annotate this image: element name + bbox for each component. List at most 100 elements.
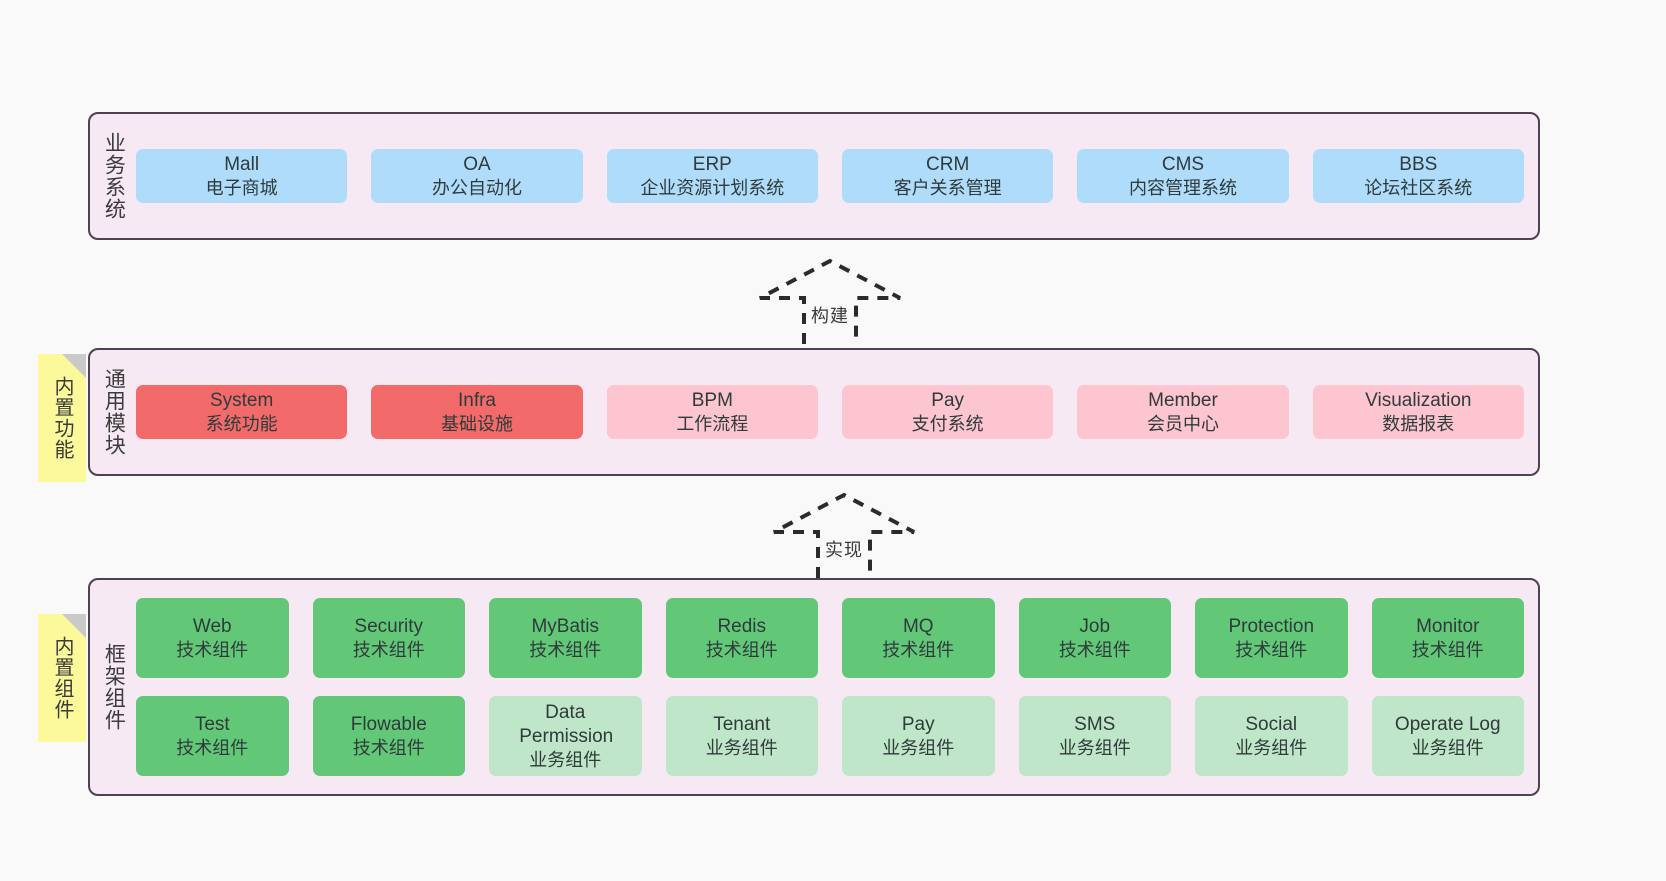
card-name: Flowable <box>350 713 427 735</box>
arrow-implement: 实现 <box>770 492 918 578</box>
card-crm[interactable]: CRM 客户关系管理 <box>841 148 1054 204</box>
note-fold-corner-icon <box>62 614 86 638</box>
card-name: Web <box>192 615 232 637</box>
card-name: Visualization <box>1365 389 1472 411</box>
card-name: Protection <box>1228 615 1315 637</box>
layer-business-systems: 业务系统 Mall 电子商城 OA 办公自动化 ERP 企业资源计划系统 CRM… <box>88 112 1540 240</box>
note-builtin-components: 内置组件 <box>38 614 86 742</box>
card-desc: 技术组件 <box>1411 639 1484 660</box>
card-desc: 技术组件 <box>529 639 602 660</box>
card-protection[interactable]: Protection 技术组件 <box>1195 598 1348 678</box>
card-name: Operate Log <box>1394 713 1501 735</box>
card-social[interactable]: Social 业务组件 <box>1195 696 1348 776</box>
card-desc: 电子商城 <box>205 177 278 198</box>
card-desc: 企业资源计划系统 <box>640 177 785 198</box>
layer-title-common-modules: 通用模块 <box>102 368 126 456</box>
card-desc: 内容管理系统 <box>1128 177 1237 198</box>
card-row: Web 技术组件 Security 技术组件 MyBatis 技术组件 Redi… <box>136 598 1524 678</box>
card-monitor[interactable]: Monitor 技术组件 <box>1371 598 1524 678</box>
card-mq[interactable]: MQ 技术组件 <box>842 598 995 678</box>
card-desc: 业务组件 <box>1411 737 1484 758</box>
arrow-implement-label: 实现 <box>825 540 863 560</box>
card-row: Test 技术组件 Flowable 技术组件 Data Permission … <box>136 696 1524 776</box>
arrow-build: 构建 <box>756 258 904 344</box>
card-desc: 论坛社区系统 <box>1364 177 1473 198</box>
layer-body-common-modules: System 系统功能 Infra 基础设施 BPM 工作流程 Pay 支付系统… <box>136 350 1538 474</box>
card-desc: 工作流程 <box>676 413 749 434</box>
card-desc: 数据报表 <box>1382 413 1455 434</box>
card-desc: 技术组件 <box>705 639 778 660</box>
card-name: Mall <box>224 153 260 175</box>
card-pay[interactable]: Pay 支付系统 <box>841 384 1054 440</box>
card-test[interactable]: Test 技术组件 <box>136 696 289 776</box>
card-erp[interactable]: ERP 企业资源计划系统 <box>606 148 818 204</box>
card-desc: 技术组件 <box>176 639 249 660</box>
card-name: Data Permission <box>519 702 614 747</box>
card-name: Security <box>354 615 424 637</box>
layer-framework-components: 框架组件 Web 技术组件 Security 技术组件 MyBatis 技术组件… <box>88 578 1540 796</box>
card-mybatis[interactable]: MyBatis 技术组件 <box>489 598 642 678</box>
card-sms[interactable]: SMS 业务组件 <box>1018 696 1171 776</box>
card-operate-log[interactable]: Operate Log 业务组件 <box>1371 696 1524 776</box>
card-flowable[interactable]: Flowable 技术组件 <box>312 696 465 776</box>
arrow-build-label: 构建 <box>811 306 849 326</box>
card-name: Redis <box>717 615 767 637</box>
card-desc: 业务组件 <box>882 737 955 758</box>
card-member[interactable]: Member 会员中心 <box>1077 384 1289 440</box>
card-desc: 系统功能 <box>205 413 278 434</box>
note-fold-corner-icon <box>62 354 86 378</box>
note-label: 内置组件 <box>51 636 73 720</box>
card-name: SMS <box>1074 713 1116 735</box>
card-oa[interactable]: OA 办公自动化 <box>371 148 583 204</box>
card-tenant[interactable]: Tenant 业务组件 <box>665 696 818 776</box>
note-builtin-features: 内置功能 <box>38 354 86 482</box>
card-name: Social <box>1245 713 1298 735</box>
card-name: Pay <box>931 389 965 411</box>
card-row: System 系统功能 Infra 基础设施 BPM 工作流程 Pay 支付系统… <box>136 384 1524 440</box>
card-name: Test <box>194 713 230 735</box>
card-row: Mall 电子商城 OA 办公自动化 ERP 企业资源计划系统 CRM 客户关系… <box>136 148 1524 204</box>
card-name: MQ <box>902 615 934 637</box>
layer-body-business-systems: Mall 电子商城 OA 办公自动化 ERP 企业资源计划系统 CRM 客户关系… <box>136 114 1538 238</box>
card-name: Member <box>1148 389 1218 411</box>
card-name: System <box>209 389 274 411</box>
card-system[interactable]: System 系统功能 <box>136 384 348 440</box>
card-desc: 业务组件 <box>529 749 602 770</box>
card-desc: 基础设施 <box>440 413 513 434</box>
card-name: Tenant <box>713 713 771 735</box>
layer-body-framework-components: Web 技术组件 Security 技术组件 MyBatis 技术组件 Redi… <box>136 580 1538 794</box>
card-bpm[interactable]: BPM 工作流程 <box>606 384 818 440</box>
card-security[interactable]: Security 技术组件 <box>312 598 465 678</box>
card-data-permission[interactable]: Data Permission 业务组件 <box>489 696 642 776</box>
card-bbs[interactable]: BBS 论坛社区系统 <box>1312 148 1524 204</box>
card-cms[interactable]: CMS 内容管理系统 <box>1077 148 1289 204</box>
note-label: 内置功能 <box>51 376 73 460</box>
layer-title-business-systems: 业务系统 <box>102 132 126 220</box>
card-desc: 技术组件 <box>352 639 425 660</box>
card-name: CRM <box>926 153 970 175</box>
card-desc: 业务组件 <box>1235 737 1308 758</box>
card-name: BBS <box>1399 153 1438 175</box>
layer-title-framework-components: 框架组件 <box>102 643 126 731</box>
card-redis[interactable]: Redis 技术组件 <box>665 598 818 678</box>
card-job[interactable]: Job 技术组件 <box>1018 598 1171 678</box>
card-name: Infra <box>457 389 496 411</box>
card-desc: 业务组件 <box>1058 737 1131 758</box>
layer-common-modules: 通用模块 System 系统功能 Infra 基础设施 BPM 工作流程 Pay… <box>88 348 1540 476</box>
card-pay-component[interactable]: Pay 业务组件 <box>842 696 995 776</box>
card-infra[interactable]: Infra 基础设施 <box>371 384 583 440</box>
card-web[interactable]: Web 技术组件 <box>136 598 289 678</box>
card-desc: 技术组件 <box>882 639 955 660</box>
card-name: Job <box>1079 615 1111 637</box>
card-mall[interactable]: Mall 电子商城 <box>136 148 348 204</box>
card-name: OA <box>463 153 491 175</box>
card-name: ERP <box>692 153 732 175</box>
card-name: Pay <box>901 713 935 735</box>
card-name: BPM <box>691 389 733 411</box>
card-desc: 技术组件 <box>352 737 425 758</box>
card-desc: 业务组件 <box>705 737 778 758</box>
card-name: Monitor <box>1416 615 1480 637</box>
card-name: CMS <box>1161 153 1205 175</box>
card-visualization[interactable]: Visualization 数据报表 <box>1312 384 1524 440</box>
